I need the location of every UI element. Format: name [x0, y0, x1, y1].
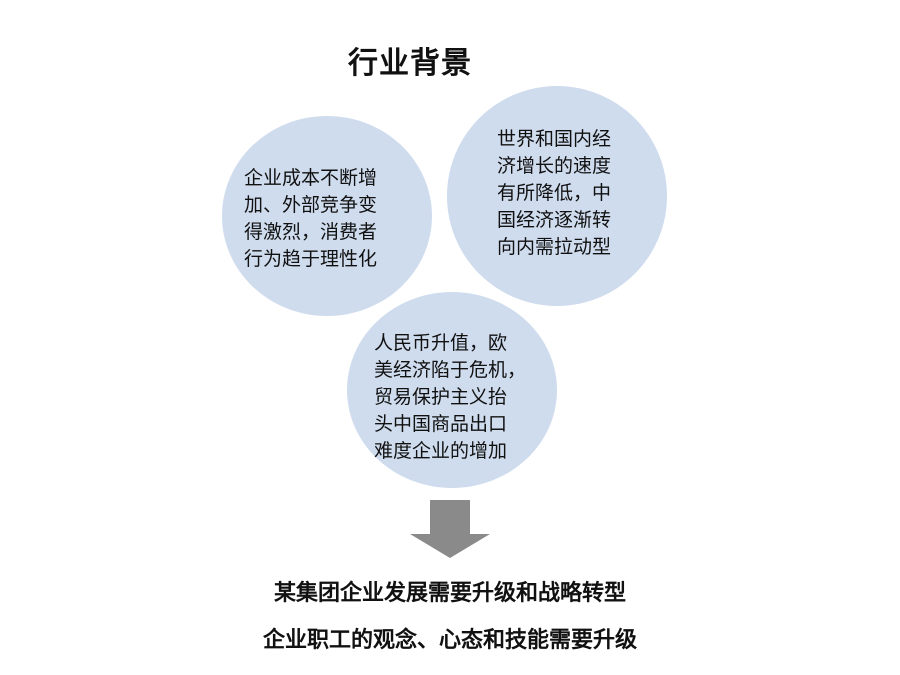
- conclusion-strategy: 某集团企业发展需要升级和战略转型: [273, 581, 626, 606]
- down-arrow-icon: [410, 500, 490, 558]
- circle-cost-pressure: [222, 116, 432, 316]
- page-title: 行业背景: [348, 46, 472, 81]
- conclusion-staff: 企业职工的观念、心态和技能需要升级: [262, 628, 637, 653]
- circle-cost-pressure-text: 企业成本不断增 加、外部竞争变 得激烈，消费者 行为趋于理性化: [244, 167, 378, 270]
- circle-economic-slowdown: [447, 86, 667, 306]
- circle-trade-pressure: [347, 292, 557, 488]
- circle-trade-pressure-text: 人民币升值，欧 美经济陷于危机， 贸易保护主义抬 头中国商品出口 难度企业的增加: [374, 332, 527, 462]
- circle-economic-slowdown-text: 世界和国内经 济增长的速度 有所降低，中 国经济逐渐转 向内需拉动型: [497, 128, 612, 258]
